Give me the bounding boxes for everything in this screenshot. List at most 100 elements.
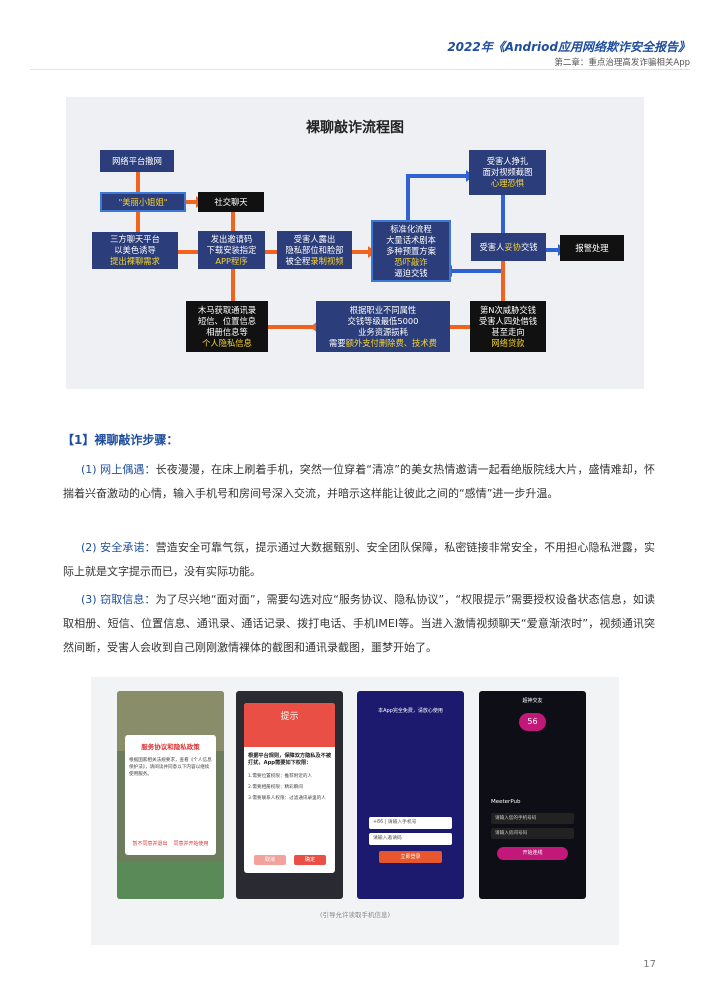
node-text: 交钱等级最低5000: [347, 315, 419, 326]
node-text-part: 受害人: [479, 241, 505, 252]
heart-number: 56: [519, 713, 546, 731]
node-text: 大量话术剧本: [386, 234, 436, 245]
phone-field[interactable]: +86 | 请输入手机号: [369, 817, 452, 829]
confirm-button[interactable]: 确定: [294, 855, 326, 865]
flowchart-panel: 裸聊敲诈流程图 网络平台撒网 "美丽小姐姐" 社交聊天 三方聊天平台 以美色诱导…: [66, 97, 644, 389]
node-trojan: 木马获取通讯录 短信、位置信息 相册信息等 个人隐私信息: [186, 301, 268, 352]
node-text: 恐吓敲诈: [394, 256, 428, 267]
dialog-title: 提示: [280, 712, 299, 722]
flow-line: [231, 269, 235, 301]
flow-line: [450, 325, 470, 329]
node-victim-pays: 受害人妥协交钱: [471, 233, 546, 261]
login-button[interactable]: 立即登录: [379, 851, 442, 863]
node-nth-threat: 第N次威胁交钱 受害人四处借钱 甚至走向 网络贷款: [470, 301, 546, 352]
node-profession: 根据职业不同属性 交钱等级最低5000 业务资源损耗 需要额外支付删除费、技术费: [316, 301, 450, 352]
node-text-highlight: 妥协: [504, 241, 521, 252]
node-text: 甚至走向: [491, 326, 525, 337]
node-text: 报警处理: [575, 242, 609, 253]
page-number: 17: [643, 959, 656, 970]
flow-line: [501, 261, 505, 301]
node-report-police: 报警处理: [560, 235, 624, 261]
flow-line: [265, 250, 277, 254]
flow-line: [268, 325, 316, 329]
node-text: 被全程录制视频: [285, 256, 343, 267]
permission-item: 1.需要位置权限：推荐附近的人: [248, 774, 313, 779]
node-text: 三方聊天平台: [110, 234, 160, 244]
phone-screenshot-privacy: 服务协议和隐私政策 根据国家相关法规要求，查看《个人信息保护法》，请阅读并同意以…: [117, 691, 224, 899]
node-text: 受害人妥协交钱: [479, 242, 537, 253]
app-top-title: 超神交友: [522, 698, 543, 704]
step-paragraph-2: (2) 安全承诺：营造安全可靠气氛，提示通过大数据甄别、安全团队保障，私密链接非…: [63, 536, 655, 584]
step-lead: (1) 网上偶遇：: [81, 463, 156, 476]
privacy-dialog: 服务协议和隐私政策 根据国家相关法规要求，查看《个人信息保护法》，请阅读并同意以…: [125, 735, 216, 855]
node-text: "美丽小姐姐": [118, 196, 168, 207]
node-text: 网络平台撒网: [112, 155, 162, 166]
phone-screenshot-room: 超神交友 56 MeeterPub 请输入您的手机号码 请输入房间号码 开始连线: [479, 691, 586, 899]
permission-dialog: 提示 根据平台规则，保障双方隐私及不被打扰，App需要如下权限： 1.需要位置权…: [244, 703, 335, 873]
node-invite-code: 发出邀请码 下载安装指定 APP程序: [198, 231, 265, 269]
flow-line: [406, 174, 410, 220]
node-text: 下载安装指定: [206, 244, 257, 255]
node-third-party: 三方聊天平台 以美色诱导 提出裸聊需求: [92, 232, 178, 269]
node-text: 隐私部位和脸部: [285, 244, 344, 255]
node-text-highlight: 额外支付删除费、技术费: [345, 337, 437, 348]
flow-line: [231, 212, 235, 231]
node-text: APP程序: [215, 255, 248, 266]
flow-line: [501, 195, 505, 233]
node-text: 短信、位置信息: [197, 315, 257, 326]
node-text: 相册信息等: [206, 326, 248, 337]
flowchart-title: 裸聊敲诈流程图: [306, 120, 404, 136]
cancel-button[interactable]: 取消: [254, 855, 286, 865]
node-victim-struggle: 受害人挣扎 面对视频截图 心理恐惧: [469, 150, 546, 195]
flow-line: [450, 269, 501, 273]
start-connect-button[interactable]: 开始连线: [497, 847, 568, 860]
node-text: 受害人露出: [293, 233, 336, 244]
arrow-head: [310, 321, 318, 333]
node-text: 社交聊天: [214, 196, 248, 207]
flow-line: [546, 248, 560, 252]
node-standard-process: 标准化流程 大量话术剧本 多种预置方案 恐吓敲诈 逼迫交钱: [371, 220, 451, 282]
step-text: 长夜漫漫，在床上刷着手机，突然一位穿着“清凉”的美女热情邀请一起看绝版院线大片，…: [63, 463, 655, 500]
phone-screenshot-login: 本App完全免费，请放心使用 +86 | 请输入手机号 请输入邀请码 立即登录: [357, 691, 464, 899]
agree-button[interactable]: 同意并开始使用: [173, 841, 209, 847]
node-text: 个人隐私信息: [202, 337, 252, 348]
permission-banner: 根据平台规则，保障双方隐私及不被打扰，App需要如下权限：: [248, 753, 332, 766]
header-divider: [30, 69, 690, 70]
node-text: 逼迫交钱: [394, 267, 428, 278]
mobile-field[interactable]: 请输入您的手机号码: [491, 813, 574, 824]
step-text: 为了尽兴地“面对面”，需要勾选对应“服务协议、隐私协议”，“权限提示”需要授权设…: [63, 593, 655, 654]
node-text: 网络贷款: [491, 337, 525, 348]
node-text: 需要额外支付删除费、技术费: [329, 338, 437, 349]
node-social-chat: 社交聊天: [198, 192, 264, 212]
node-text: 发出邀请码: [210, 233, 253, 244]
screenshots-panel: 服务协议和隐私政策 根据国家相关法规要求，查看《个人信息保护法》，请阅读并同意以…: [91, 677, 619, 945]
node-victim-exposed: 受害人露出 隐私部位和脸部 被全程录制视频: [277, 231, 352, 269]
notice-text: 本App完全免费，请放心使用: [378, 708, 443, 714]
section-title: 【1】裸聊敲诈步骤：: [62, 433, 179, 447]
dialog-header: 提示: [244, 703, 335, 747]
permission-item: 3.需要联系人权限：过滤通讯录里的人: [248, 796, 326, 801]
step-text: 营造安全可靠气氛，提示通过大数据甄别、安全团队保障，私密链接非常安全，不用担心隐…: [63, 541, 655, 578]
invite-code-field[interactable]: 请输入邀请码: [369, 833, 452, 845]
node-text: 多种预置方案: [386, 245, 436, 256]
step-paragraph-1: (1) 网上偶遇：长夜漫漫，在床上刷着手机，突然一位穿着“清凉”的美女热情邀请一…: [63, 458, 655, 506]
figure-caption: (引导允许读取手机信息): [319, 911, 391, 919]
flow-line: [406, 174, 468, 178]
flow-line: [178, 250, 198, 254]
node-text: 第N次威胁交钱: [480, 304, 536, 315]
room-number-field[interactable]: 请输入房间号码: [491, 828, 574, 839]
node-text-part: 需要: [329, 337, 346, 348]
node-text-part: 交钱: [520, 241, 538, 252]
node-text: 根据职业不同属性: [349, 304, 417, 315]
step-lead: (2) 安全承诺：: [81, 541, 156, 554]
dialog-text: 根据国家相关法规要求，查看《个人信息保护法》，请阅读并同意以下内容以继续使用服务…: [129, 758, 212, 777]
chapter-subtitle: 第二章：重点治理高发诈骗相关App: [554, 58, 690, 68]
disagree-button[interactable]: 暂不同意并退出: [132, 841, 168, 847]
node-text: 心理恐惧: [490, 178, 525, 188]
node-platform: 网络平台撒网: [100, 150, 174, 172]
flow-line: [186, 200, 198, 204]
permission-item: 2.需要相册权限：精彩瞬间: [248, 785, 303, 790]
node-text: 受害人挣扎: [486, 156, 529, 166]
node-text-highlight: 录制视频: [310, 255, 344, 266]
flow-line: [136, 172, 140, 192]
